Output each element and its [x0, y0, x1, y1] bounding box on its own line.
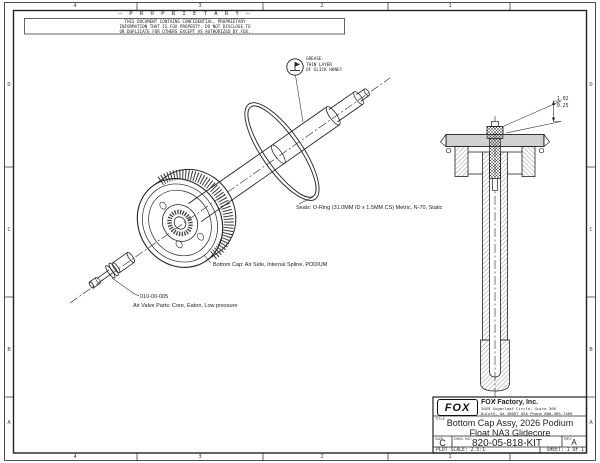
exploded-view [69, 58, 391, 304]
dimension-value-bottom: 0.25 [557, 104, 569, 109]
bottom-cap [136, 168, 237, 268]
section-view [440, 100, 562, 402]
zone-label-left-a: A [7, 419, 11, 426]
zone-label-left-c: C [7, 226, 11, 233]
border-frame [4, 2, 596, 461]
grease-note-line-2: THIN LAYER [306, 62, 332, 68]
centerline [69, 77, 391, 304]
knurl-band [157, 169, 234, 260]
o-ring-section-left [445, 147, 452, 154]
zone-label-left-d: D [7, 81, 11, 88]
o-ring [244, 102, 320, 201]
proprietary-box [24, 18, 345, 35]
sheet-number: SHEET: 1 OF 1 [546, 447, 584, 453]
proprietary-heading: — P R O P R I E T A R Y — [118, 11, 252, 17]
grease-symbol-icon [286, 58, 304, 76]
zone-label-top-1: 1 [448, 2, 452, 9]
zone-label-bottom-2: 2 [320, 453, 324, 460]
air-valve-part-number: 010-00-005 [140, 293, 169, 300]
bottom-cap-callout: Bottom Cap: Air Side, Internal Spline, P… [213, 262, 328, 268]
fox-logo-text: FOX [444, 401, 471, 414]
proprietary-line-2: INFORMATION THAT IS FOX PROPERTY. DO NOT… [119, 24, 251, 29]
company-address-2: Duluth, Ga 30097 USA Phone 800-369-7469 [481, 410, 573, 416]
size-value: C [439, 437, 446, 448]
fox-logo: FOX [437, 399, 478, 416]
bottom-cap-leader [203, 254, 212, 264]
section-flange [440, 134, 550, 154]
zone-ticks [4, 2, 596, 461]
title-label: TITLE [435, 417, 446, 421]
seals-leader [298, 196, 314, 205]
section-tube [480, 151, 510, 392]
section-cap-body [454, 146, 536, 177]
zone-label-bottom-4: 4 [73, 453, 77, 460]
zone-label-top-3: 3 [198, 2, 202, 9]
drawing-title-line-1: Bottom Cap Assy, 2026 Podium [446, 418, 574, 428]
grease-note-line-1: GREASE: [306, 57, 325, 62]
dwg-no-value: 820-05-818-KIT [471, 438, 543, 449]
zone-label-top-4: 4 [73, 2, 77, 9]
air-valve-parts [88, 251, 136, 289]
leader-lines [111, 75, 314, 297]
grease-leader [295, 75, 304, 123]
zone-label-right-b: B [589, 346, 593, 353]
proprietary-line-1: THIS DOCUMENT CONTAINS CONFIDENTIAL, PRO… [124, 19, 246, 24]
dimension-lines [503, 100, 562, 134]
zone-label-right-d: D [589, 81, 593, 88]
air-valve-description: Air Valve Parts: Core, Eaton, Low pressu… [133, 302, 238, 309]
proprietary-line-3: OR DUPLICATE FOR OTHERS EXCEPT AS AUTHOR… [119, 29, 251, 34]
company-name: FOX Factory, Inc. [481, 398, 539, 406]
seals-callout: Seals: O-Ring (31.0MM ID x 1.5MM CS) Met… [296, 204, 443, 211]
zone-label-bottom-1: 1 [448, 453, 452, 460]
air-valve-leader [111, 277, 140, 297]
drawing-title-line-2: Float NA3 Glidecore [469, 427, 551, 438]
internal-spline [167, 209, 193, 237]
plot-scale: PLOT SCALE: 2.5:1 [436, 447, 486, 453]
rev-label: REV [564, 437, 572, 441]
dimension-value-top: 1.02 [557, 97, 569, 102]
o-ring-section-right [538, 147, 545, 154]
grease-note-line-3: OF SLICK HONEY [306, 68, 343, 73]
zone-label-left-b: B [7, 346, 11, 353]
zone-label-bottom-3: 3 [198, 453, 202, 460]
company-address-1: 2055 Sugarloaf Circle, Suite 300 [481, 406, 556, 411]
rev-value: A [571, 438, 577, 447]
shaft [188, 88, 370, 223]
title-block-frame [432, 396, 588, 454]
zone-label-right-c: C [589, 226, 593, 233]
dwg-no-label: DWG. NO. [454, 437, 472, 441]
zone-label-top-2: 2 [320, 2, 324, 9]
zone-label-right-a: A [589, 419, 593, 426]
size-label: SIZE [435, 437, 444, 441]
